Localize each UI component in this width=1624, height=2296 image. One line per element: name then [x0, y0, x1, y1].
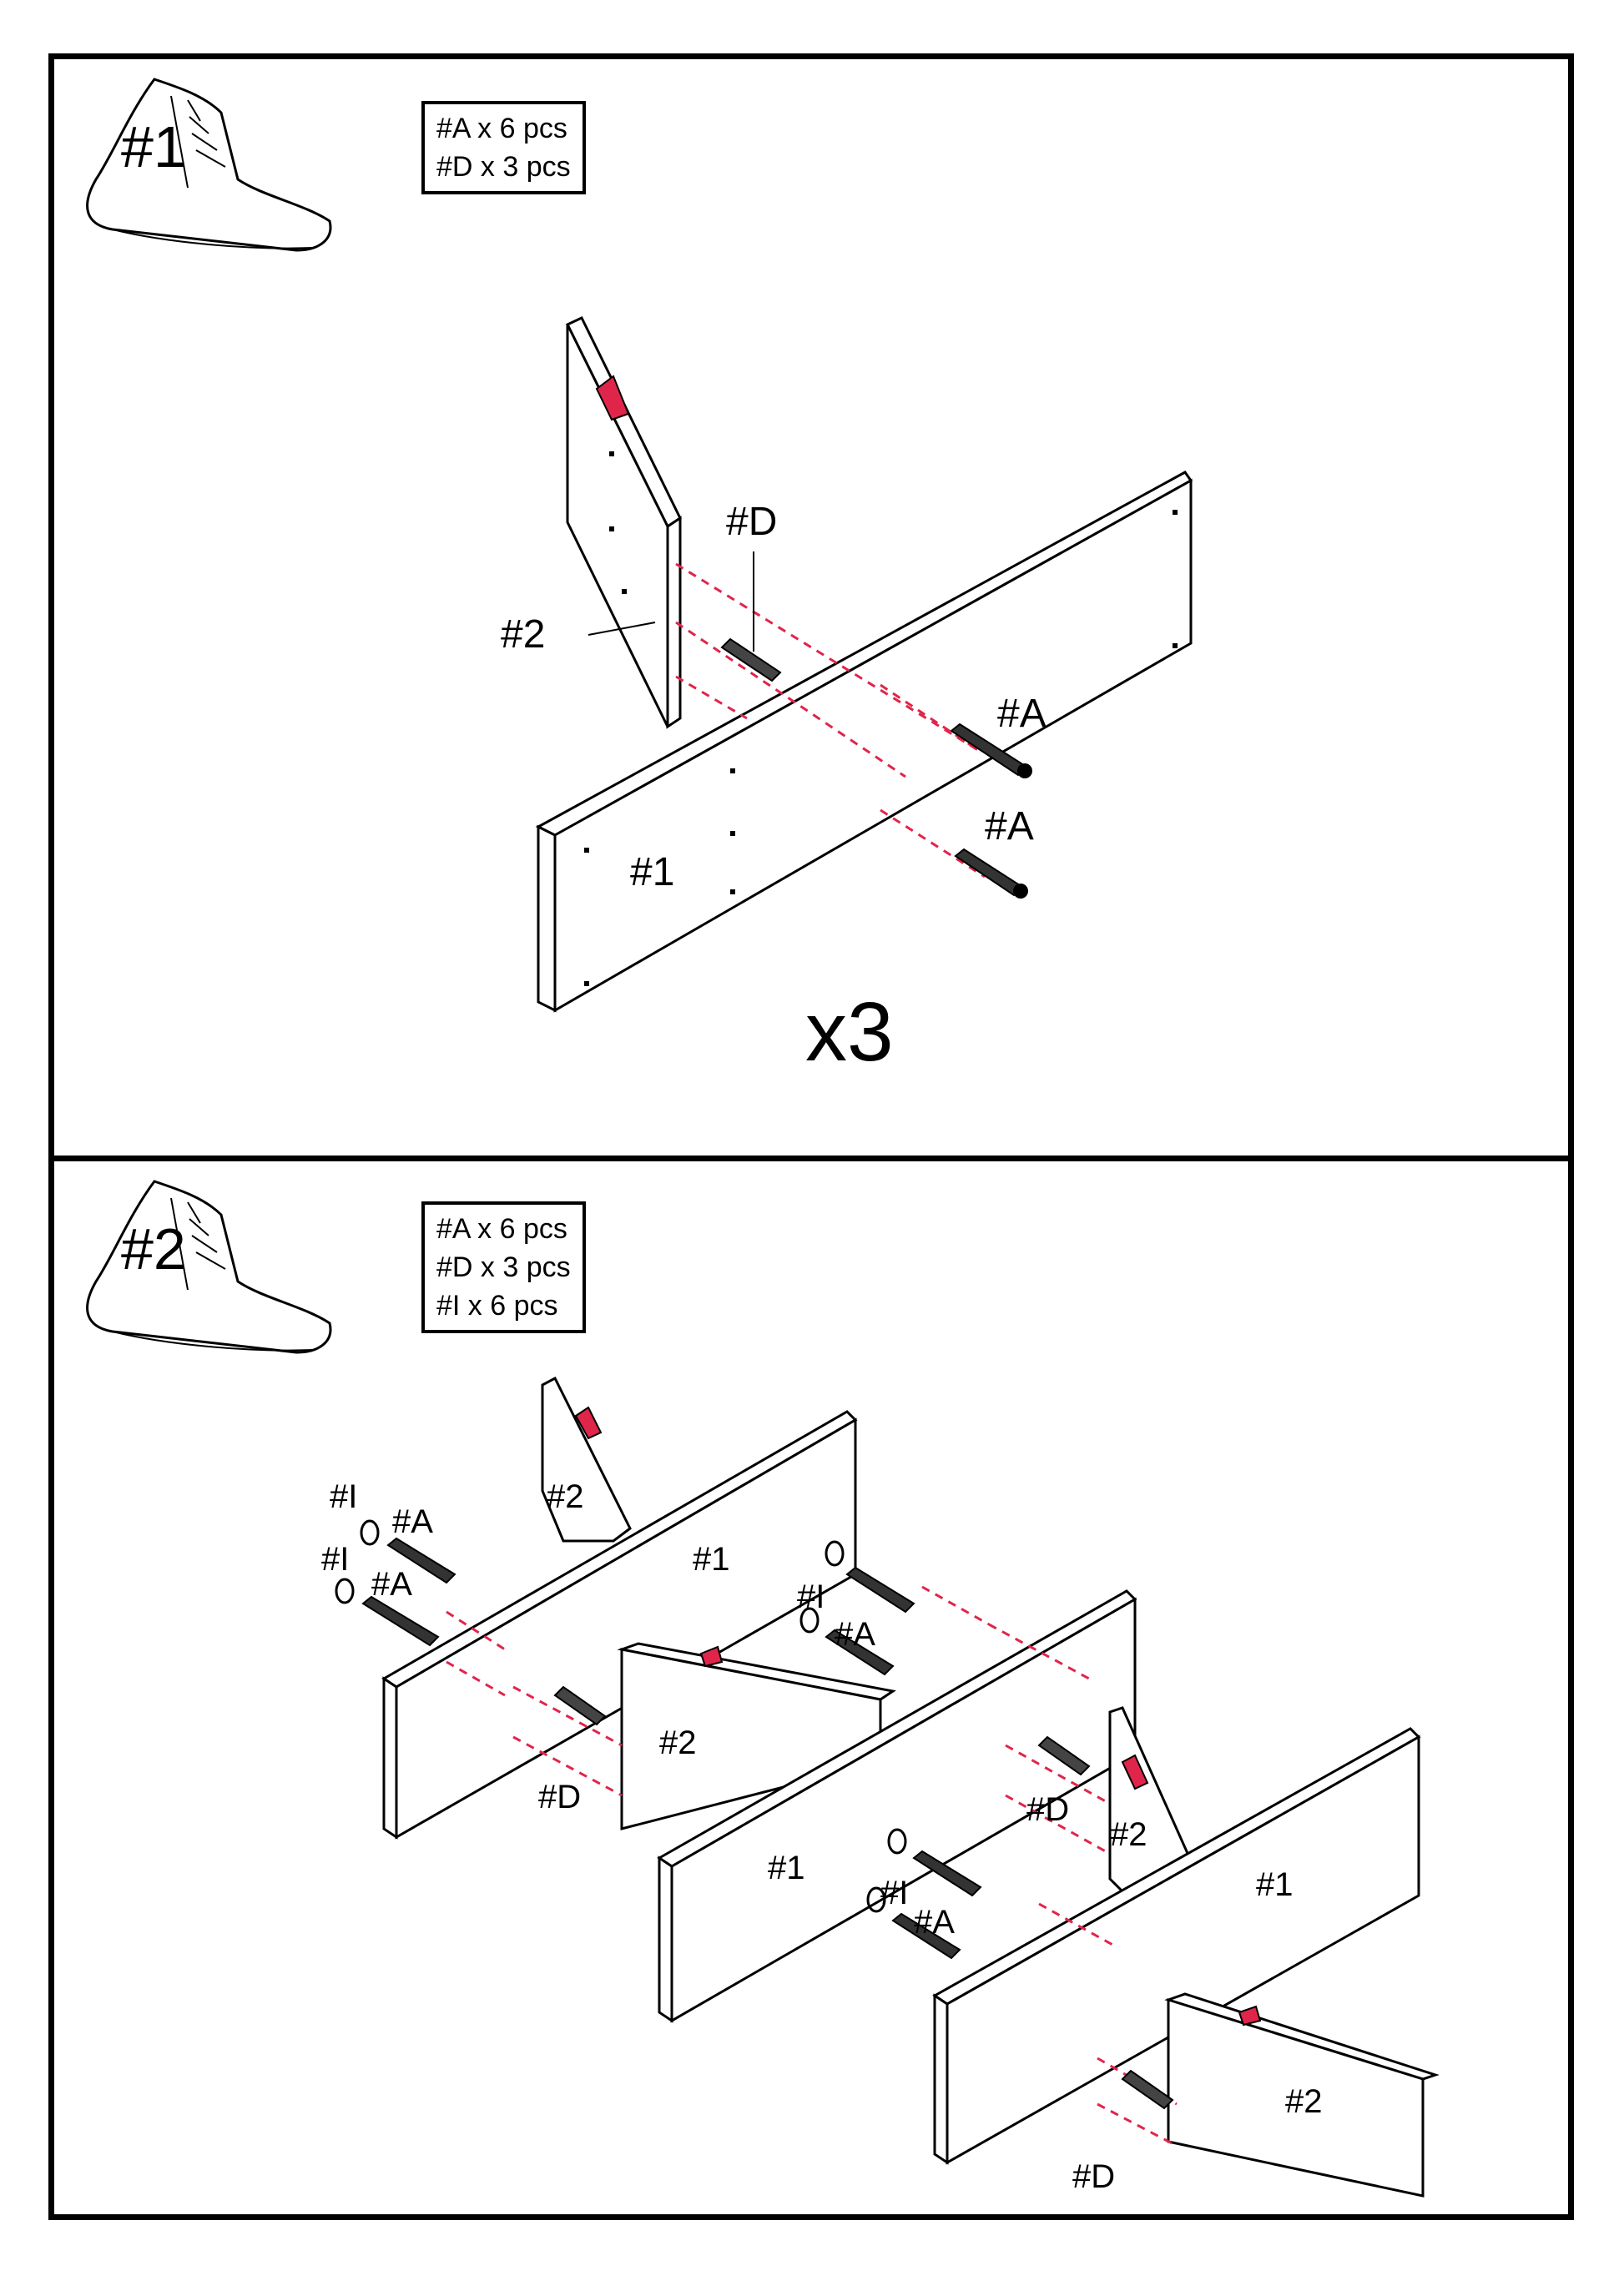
screw-icon	[954, 848, 1028, 899]
parts-item: #A x 6 pcs	[436, 1213, 567, 1245]
parts-list: #A x 6 pcs #D x 3 pcs	[421, 101, 586, 194]
step-1-panel: #1 #A x 6 pcs #D x 3 pcs	[48, 53, 1574, 1161]
panel-2	[1167, 1997, 1425, 2198]
label-panel-1: #1	[1256, 1866, 1294, 1903]
label-multiplier: x3	[805, 985, 894, 1079]
dowel-icon	[553, 1685, 1174, 2110]
screw-icon	[950, 723, 1032, 778]
label-panel-2: #2	[1110, 1816, 1147, 1853]
label-screw: #A	[371, 1566, 412, 1603]
screw-icon	[361, 1537, 982, 1960]
sneaker-icon: #2	[86, 1180, 332, 1354]
label-washer: #I	[880, 1875, 908, 1911]
washer-icon	[335, 1519, 907, 1913]
guide-lines	[446, 1585, 1178, 2147]
label-washer: #I	[330, 1478, 357, 1515]
arrow-icon	[595, 375, 630, 421]
panel-1	[535, 471, 1193, 1013]
label-panel-1: #1	[693, 1541, 730, 1578]
label-washer: #I	[321, 1541, 349, 1578]
parts-item: #A x 6 pcs	[436, 113, 567, 144]
label-panel-2: #2	[1285, 2083, 1323, 2120]
panel-1	[658, 1855, 673, 2023]
arrow-icon	[574, 1406, 1262, 2027]
panel-1	[382, 1676, 398, 1840]
label-dowel: #D	[1072, 2158, 1115, 2195]
shoe-step-label: #1	[121, 114, 186, 179]
panel-1	[933, 1993, 949, 2165]
step-2-panel: #2 #A x 6 pcs #D x 3 pcs #I x 6 pcs	[48, 1156, 1574, 2220]
label-screw: #A	[914, 1904, 955, 1941]
panel-2	[565, 316, 682, 729]
label-screw: #A	[997, 692, 1047, 736]
panel-2	[541, 1376, 632, 1543]
step-2-diagram: #I #A #I #A #2 #1 #I #A #2 #D #1 #D #2 #…	[321, 1376, 1440, 2198]
parts-item: #D x 3 pcs	[436, 151, 571, 183]
parts-item: #I x 6 pcs	[436, 1290, 558, 1322]
step-1-diagram: #2 #D #A #A #1 x3	[501, 316, 1193, 1079]
label-panel-1: #1	[630, 850, 674, 894]
label-panel-2: #2	[659, 1725, 697, 1761]
hole-marks	[584, 451, 1178, 986]
label-dowel: #D	[1026, 1791, 1069, 1828]
label-screw: #A	[835, 1616, 875, 1653]
sneaker-icon: #1	[86, 78, 332, 252]
label-screw: #A	[392, 1503, 433, 1540]
shoe-step-label: #2	[121, 1216, 186, 1281]
label-screw: #A	[985, 804, 1034, 848]
label-dowel: #D	[538, 1779, 581, 1815]
label-washer: #I	[797, 1578, 825, 1615]
parts-list: #A x 6 pcs #D x 3 pcs #I x 6 pcs	[421, 1201, 586, 1333]
panels	[381, 1376, 1440, 2198]
label-panel-1: #1	[768, 1850, 805, 1886]
label-dowel: #D	[726, 500, 777, 544]
dowel-icon	[720, 551, 782, 682]
label-panel-2: #2	[501, 612, 545, 657]
parts-item: #D x 3 pcs	[436, 1251, 571, 1283]
label-panel-2: #2	[547, 1478, 584, 1515]
guide-lines	[675, 562, 986, 879]
